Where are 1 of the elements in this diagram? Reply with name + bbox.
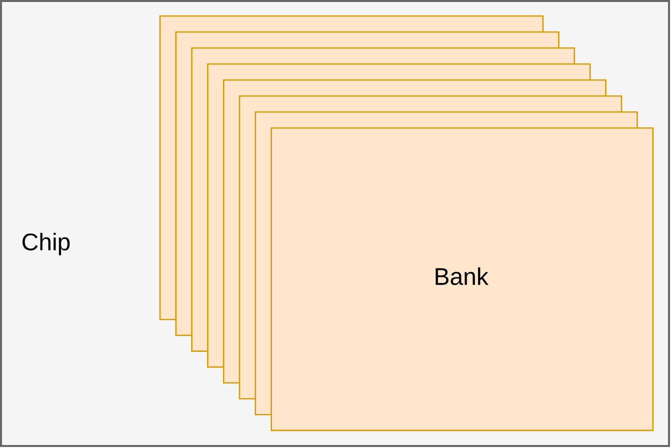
bank-box: Bank bbox=[270, 127, 654, 432]
